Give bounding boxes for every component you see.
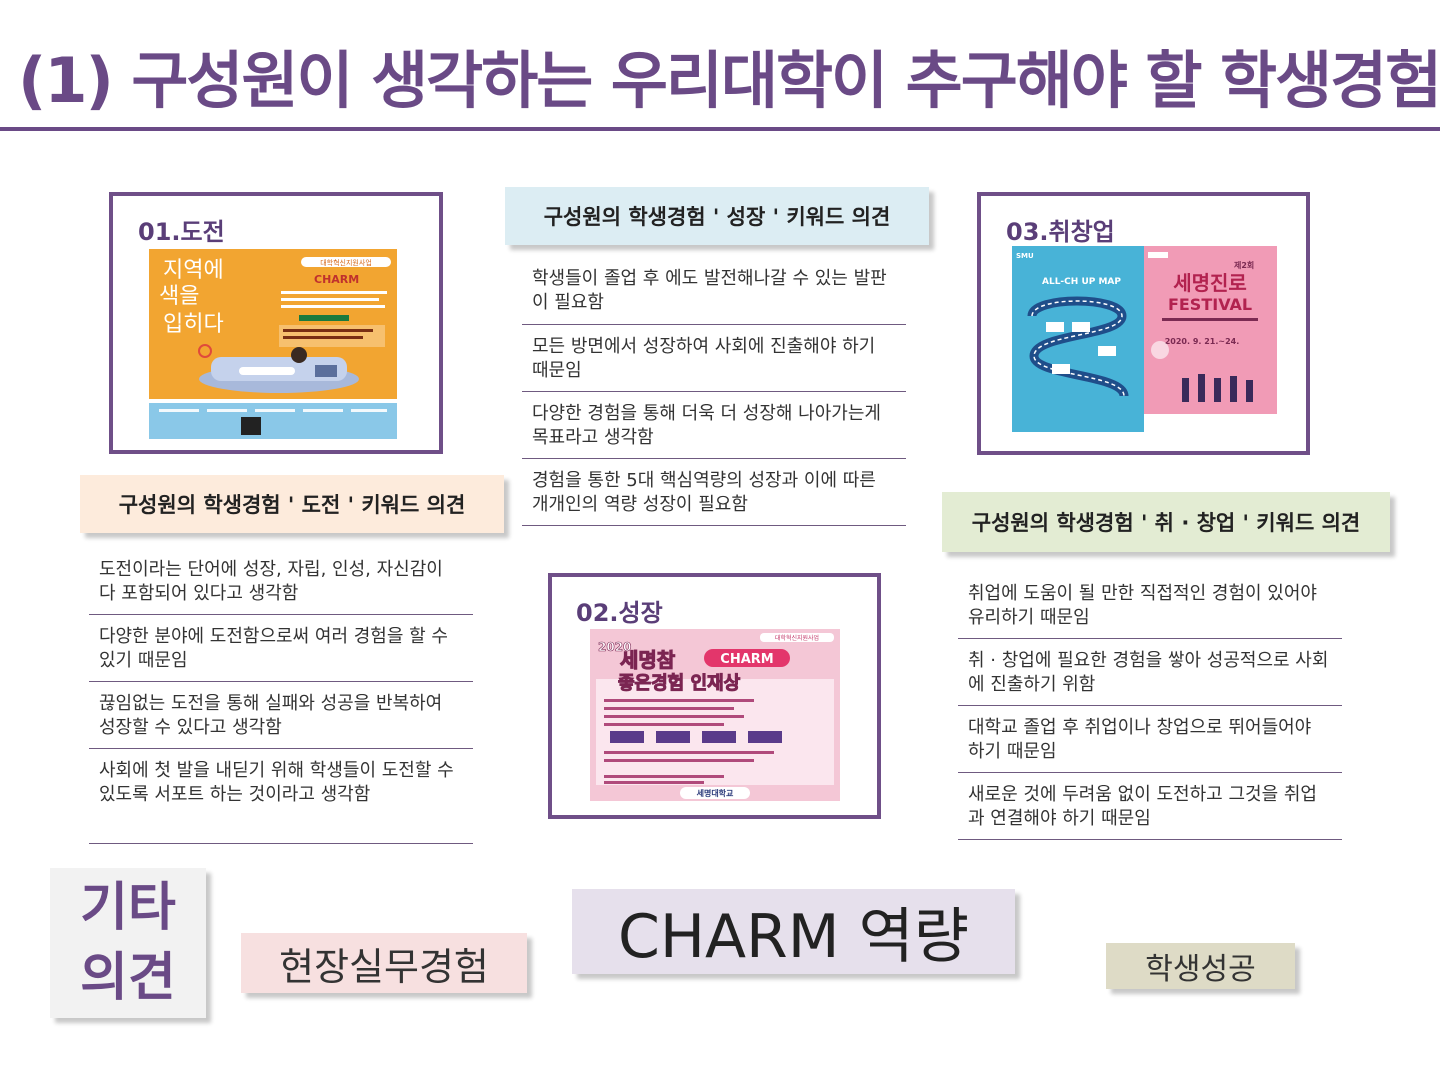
challenge-opinion-4: 사회에 첫 발을 내딛기 위해 학생들이 도전할 수 있도록 서포트 하는 것이… <box>89 749 473 844</box>
career-label: 03.취창업 <box>1006 218 1115 246</box>
challenge-poster-art: 대학혁신지원사업 CHARM 지역에 색을 입히다 <box>149 249 397 439</box>
career-opinion-list: 취업에 도움이 될 만한 직접적인 경험이 있어야 유리하기 때문임 취 · 창… <box>958 572 1342 840</box>
growth-keyword-heading: 구성원의 학생경험 ' 성장 ' 키워드 의견 <box>505 187 929 245</box>
challenge-poster-line3: 입히다 <box>163 312 224 337</box>
growth-opinion-list: 학생들이 졸업 후 에도 발전해나갈 수 있는 발판이 필요함 모든 방면에서 … <box>522 257 906 526</box>
other-opinions-text: 기타 의견 <box>80 878 176 1008</box>
career-poster-right-sub: FESTIVAL <box>1168 295 1252 314</box>
growth-poster: 대학혁신지원사업 2020 세명참 CHARM 좋은경험 인재상 세명대학교 <box>590 629 840 801</box>
career-frame: 03.취창업 SMU ALL-CH UP MAP 제2회 세명진로 FESTIV… <box>977 192 1310 455</box>
challenge-frame: 01.도전 대학혁신지원사업 CHARM 지역에 색을 입히다 <box>109 192 443 454</box>
growth-label: 02.성장 <box>576 599 663 627</box>
growth-poster-brand: CHARM <box>720 652 773 667</box>
title-divider <box>0 127 1440 131</box>
other-tag-field-experience: 현장실무경험 <box>241 933 527 993</box>
other-tag-charm-competency: CHARM 역량 <box>572 889 1015 974</box>
growth-poster-ribbon: 대학혁신지원사업 <box>775 634 819 642</box>
challenge-poster-ribbon: 대학혁신지원사업 <box>320 258 372 267</box>
challenge-opinion-3: 끊임없는 도전을 통해 실패와 성공을 반복하여 성장할 수 있다고 생각함 <box>89 682 473 749</box>
career-poster-right-title: 세명진로 <box>1173 271 1247 295</box>
career-opinion-1: 취업에 도움이 될 만한 직접적인 경험이 있어야 유리하기 때문임 <box>958 572 1342 639</box>
career-opinion-3: 대학교 졸업 후 취업이나 창업으로 뛰어들어야 하기 때문임 <box>958 706 1342 773</box>
growth-poster-line2: 좋은경험 인재상 <box>618 672 741 694</box>
challenge-opinion-2: 다양한 분야에 도전함으로써 여러 경험을 할 수 있기 때문임 <box>89 615 473 682</box>
challenge-keyword-heading: 구성원의 학생경험 ' 도전 ' 키워드 의견 <box>80 475 504 533</box>
career-poster: SMU ALL-CH UP MAP 제2회 세명진로 FESTIVAL 2020… <box>1012 246 1277 432</box>
other-opinions-label: 기타 의견 <box>50 868 206 1018</box>
career-poster-date: 2020. 9. 21.~24. <box>1165 337 1240 346</box>
growth-opinion-4: 경험을 통한 5대 핵심역량의 성장과 이에 따른 개개인의 역량 성장이 필요… <box>522 459 906 526</box>
growth-poster-footer: 세명대학교 <box>697 788 734 798</box>
career-opinion-4: 새로운 것에 두려움 없이 도전하고 그것을 취업과 연결해야 하기 때문임 <box>958 773 1342 840</box>
challenge-poster-brand: CHARM <box>314 273 359 286</box>
growth-opinion-3: 다양한 경험을 통해 더욱 더 성장해 나아가는게 목표라고 생각함 <box>522 392 906 459</box>
challenge-poster-line2: 색을 <box>159 284 199 309</box>
career-poster-round: 제2회 <box>1234 260 1254 270</box>
challenge-opinion-list: 도전이라는 단어에 성장, 자립, 인성, 자신감이 다 포함되어 있다고 생각… <box>89 548 473 844</box>
growth-poster-line1: 세명참 <box>620 648 676 672</box>
challenge-poster-line1: 지역에 <box>163 258 224 283</box>
growth-poster-year: 2020 <box>598 640 631 654</box>
challenge-label: 01.도전 <box>138 218 225 246</box>
career-opinion-2: 취 · 창업에 필요한 경험을 쌓아 성공적으로 사회에 진출하기 위함 <box>958 639 1342 706</box>
challenge-opinion-1: 도전이라는 단어에 성장, 자립, 인성, 자신감이 다 포함되어 있다고 생각… <box>89 548 473 615</box>
career-poster-logo: SMU <box>1016 252 1034 260</box>
other-tag-student-success: 학생성공 <box>1106 943 1295 989</box>
growth-opinion-1: 학생들이 졸업 후 에도 발전해나갈 수 있는 발판이 필요함 <box>522 257 906 325</box>
challenge-poster: 대학혁신지원사업 CHARM 지역에 색을 입히다 <box>149 249 397 439</box>
page-title: (1) 구성원이 생각하는 우리대학이 추구해야 할 학생경험 <box>18 44 1440 117</box>
career-poster-left-title: ALL-CH UP MAP <box>1042 277 1121 287</box>
career-poster-art: SMU ALL-CH UP MAP 제2회 세명진로 FESTIVAL 2020… <box>1012 246 1277 432</box>
growth-opinion-2: 모든 방면에서 성장하여 사회에 진출해야 하기 때문임 <box>522 325 906 392</box>
growth-poster-art: 대학혁신지원사업 2020 세명참 CHARM 좋은경험 인재상 세명대학교 <box>590 629 840 801</box>
career-keyword-heading: 구성원의 학생경험 ' 취 · 창업 ' 키워드 의견 <box>942 492 1390 552</box>
growth-frame: 02.성장 대학혁신지원사업 2020 세명참 CHARM 좋은경험 인재상 <box>548 573 881 819</box>
